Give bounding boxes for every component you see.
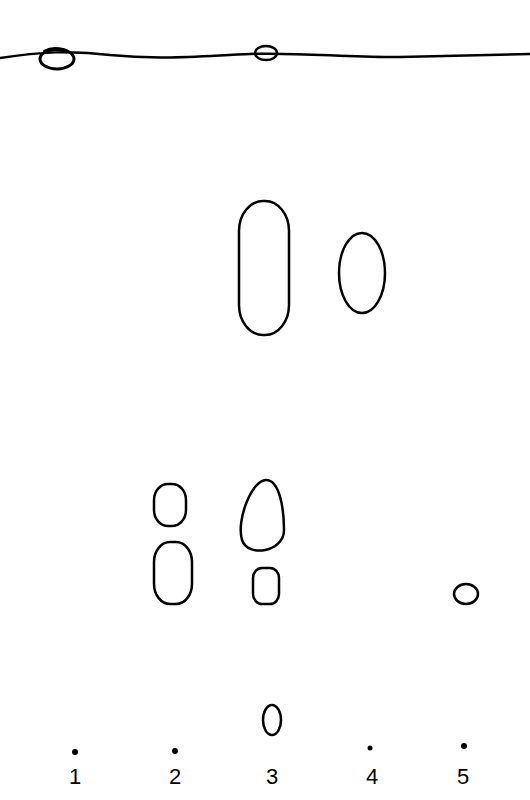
spot xyxy=(454,584,478,604)
spot xyxy=(154,484,186,526)
origin-dot xyxy=(72,749,78,755)
spot xyxy=(40,49,74,69)
spot xyxy=(253,568,279,604)
spot xyxy=(241,480,284,551)
origin-dot xyxy=(172,748,178,754)
origin-dot xyxy=(368,746,373,751)
spot xyxy=(154,542,192,604)
spot xyxy=(44,49,68,52)
lane-number: 2 xyxy=(169,766,181,788)
spot xyxy=(339,233,385,313)
lane-number: 4 xyxy=(366,766,378,788)
lane-number: 3 xyxy=(266,766,278,788)
origin-dot xyxy=(461,743,467,749)
solvent-front xyxy=(0,52,530,58)
spot xyxy=(239,201,289,335)
lane-number: 1 xyxy=(69,766,81,788)
spot xyxy=(263,705,281,735)
lane-number: 5 xyxy=(457,766,469,788)
spot xyxy=(255,46,277,60)
